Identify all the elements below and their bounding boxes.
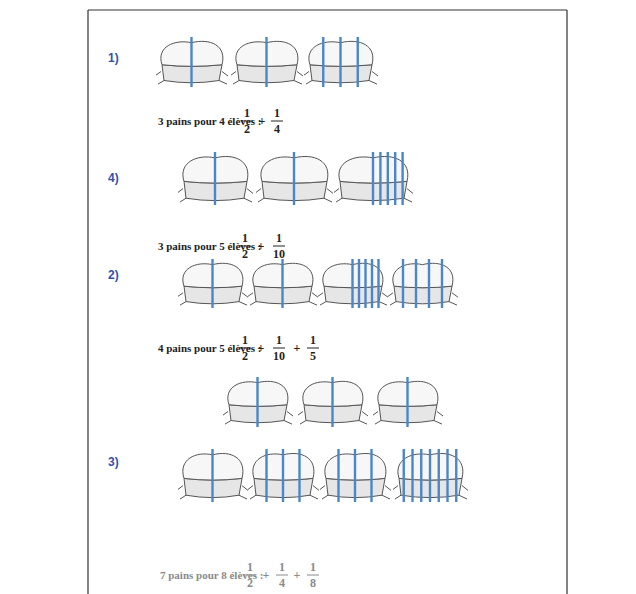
fraction-bar — [307, 348, 319, 349]
bread-loaf — [373, 377, 443, 427]
bread-loaf — [298, 377, 368, 427]
cut-line — [358, 259, 360, 308]
loaf-feet — [388, 293, 458, 305]
cut-line — [322, 37, 324, 87]
denominator: 10 — [273, 248, 285, 260]
cut-line — [446, 449, 448, 502]
loaves — [156, 37, 468, 502]
bread-loaf — [178, 152, 253, 205]
denominator: 2 — [247, 577, 253, 589]
cut-line — [293, 152, 295, 205]
plus-sign: + — [294, 569, 301, 581]
numerator: 1 — [310, 561, 316, 573]
numerator: 1 — [310, 334, 316, 346]
cut-line — [282, 449, 284, 502]
cut-line — [438, 449, 440, 502]
cut-line — [357, 37, 359, 87]
numerator: 1 — [242, 232, 248, 244]
cut-line — [211, 449, 213, 502]
cut-line — [420, 449, 422, 502]
denominator: 2 — [244, 123, 250, 135]
cut-line — [372, 152, 374, 205]
callout-number: 2) — [108, 269, 119, 281]
plus-sign: + — [294, 342, 301, 354]
fraction-bar — [273, 348, 285, 349]
callout-number: 3) — [108, 456, 119, 468]
denominator: 8 — [310, 577, 316, 589]
bread-loaf — [304, 37, 378, 87]
cut-line — [371, 259, 373, 308]
numerator: 1 — [276, 232, 282, 244]
cut-line — [379, 152, 381, 205]
cut-line — [354, 449, 356, 502]
cut-line — [387, 152, 389, 205]
cut-line — [441, 259, 443, 308]
cut-line — [298, 449, 300, 502]
callout-number: 4) — [108, 172, 119, 184]
numerator: 1 — [276, 334, 282, 346]
bread-loaf — [156, 37, 228, 87]
cut-line — [265, 37, 267, 87]
bread-loaf — [388, 259, 458, 308]
cut-line — [394, 152, 396, 205]
cut-line — [429, 449, 431, 502]
numerator: 1 — [279, 561, 285, 573]
cut-line — [428, 259, 430, 308]
cut-line — [190, 37, 192, 87]
cut-line — [351, 259, 353, 308]
cut-line — [402, 259, 404, 308]
cut-line — [265, 449, 267, 502]
bread-loaf — [334, 152, 413, 205]
plus-sign: + — [263, 569, 270, 581]
cut-line — [214, 152, 216, 205]
bread-loaf — [231, 37, 303, 87]
cut-line — [256, 377, 258, 427]
numerator: 1 — [242, 334, 248, 346]
fraction-bar — [276, 575, 288, 576]
plus-sign: + — [258, 342, 265, 354]
callout-number: 1) — [108, 52, 119, 64]
denominator: 5 — [310, 350, 316, 362]
cut-line — [406, 377, 408, 427]
cut-line — [455, 449, 457, 502]
cut-line — [403, 449, 405, 502]
numerator: 1 — [244, 107, 250, 119]
bread-loaf — [223, 377, 293, 427]
cut-line — [364, 259, 366, 308]
cut-line — [211, 259, 213, 308]
cut-line — [339, 37, 341, 87]
cut-line — [370, 449, 372, 502]
bread-loaf — [248, 449, 319, 502]
bread-loaf — [256, 152, 333, 205]
cut-line — [415, 259, 417, 308]
cut-line — [281, 259, 283, 308]
denominator: 4 — [274, 123, 280, 135]
denominator: 2 — [242, 248, 248, 260]
bread-loaf — [178, 259, 248, 308]
fraction-bar — [273, 246, 285, 247]
plus-sign: + — [259, 115, 266, 127]
fraction-bar — [271, 121, 283, 122]
bread-loaf — [393, 449, 468, 502]
cut-line — [331, 377, 333, 427]
denominator: 2 — [242, 350, 248, 362]
denominator: 10 — [273, 350, 285, 362]
numerator: 1 — [274, 107, 280, 119]
bread-loaf — [320, 449, 391, 502]
denominator: 4 — [279, 577, 285, 589]
cut-line — [377, 259, 379, 308]
frame — [88, 10, 567, 594]
bread-loaf — [318, 259, 388, 308]
cut-line — [337, 449, 339, 502]
cut-line — [401, 152, 403, 205]
fraction-bar — [307, 575, 319, 576]
plus-sign: + — [258, 240, 265, 252]
bread-loaf — [248, 259, 318, 308]
numerator: 1 — [247, 561, 253, 573]
cut-line — [411, 449, 413, 502]
bread-loaf — [178, 449, 248, 502]
